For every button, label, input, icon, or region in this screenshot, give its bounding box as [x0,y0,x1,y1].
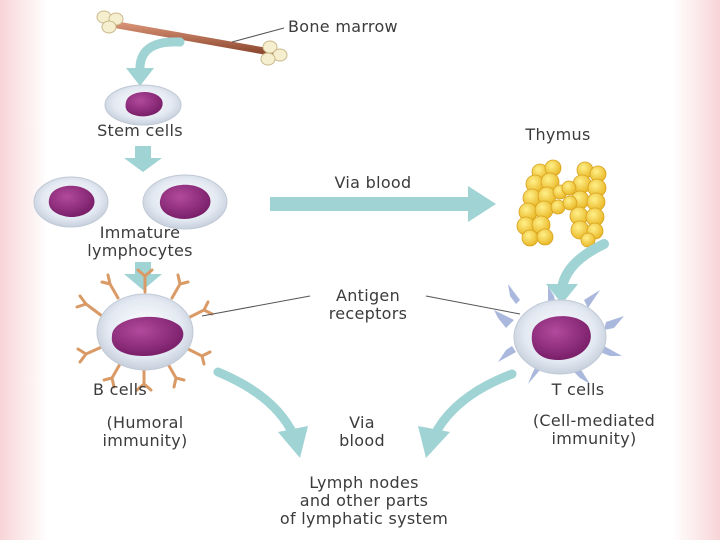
antigen-leader-line-left [201,295,311,317]
antigen-leader-line-right [425,295,521,315]
b-cell [75,268,214,392]
label-immature-lymphocytes: Immature lymphocytes [87,223,193,260]
bone-marrow-bone-icon [96,10,288,66]
label-b-cells: B cells [92,380,148,399]
immature-lymphocyte-right [142,174,228,230]
label-humoral-immunity: (Humoral immunity) [102,413,188,450]
arrow-bcell-to-lymph [213,367,308,458]
bone-marrow-leader-line [231,27,285,43]
arrow-tcell-to-lymph [418,369,517,458]
arrow-bone-to-stem [126,37,185,86]
label-antigen-receptors: Antigen receptors [328,286,408,323]
arrow-stem-to-immature [124,146,162,172]
immature-lymphocyte-left [33,176,109,228]
t-cell [494,284,624,384]
label-thymus: Thymus [525,125,591,144]
stem-cell [104,84,182,126]
arrow-thymus-to-tcell [546,239,609,304]
label-via-blood-top: Via blood [334,173,412,192]
label-t-cells: T cells [551,380,605,399]
label-stem-cells: Stem cells [97,121,183,140]
arrow-via-blood-to-thymus [270,186,496,222]
label-via-blood-bottom: Via blood [339,413,385,450]
thymus-icon [516,159,607,248]
label-lymph-nodes: Lymph nodes and other parts of lymphatic… [279,473,449,528]
label-cell-mediated-immunity: (Cell-mediated immunity) [532,411,656,448]
label-bone-marrow: Bone marrow [288,17,398,36]
